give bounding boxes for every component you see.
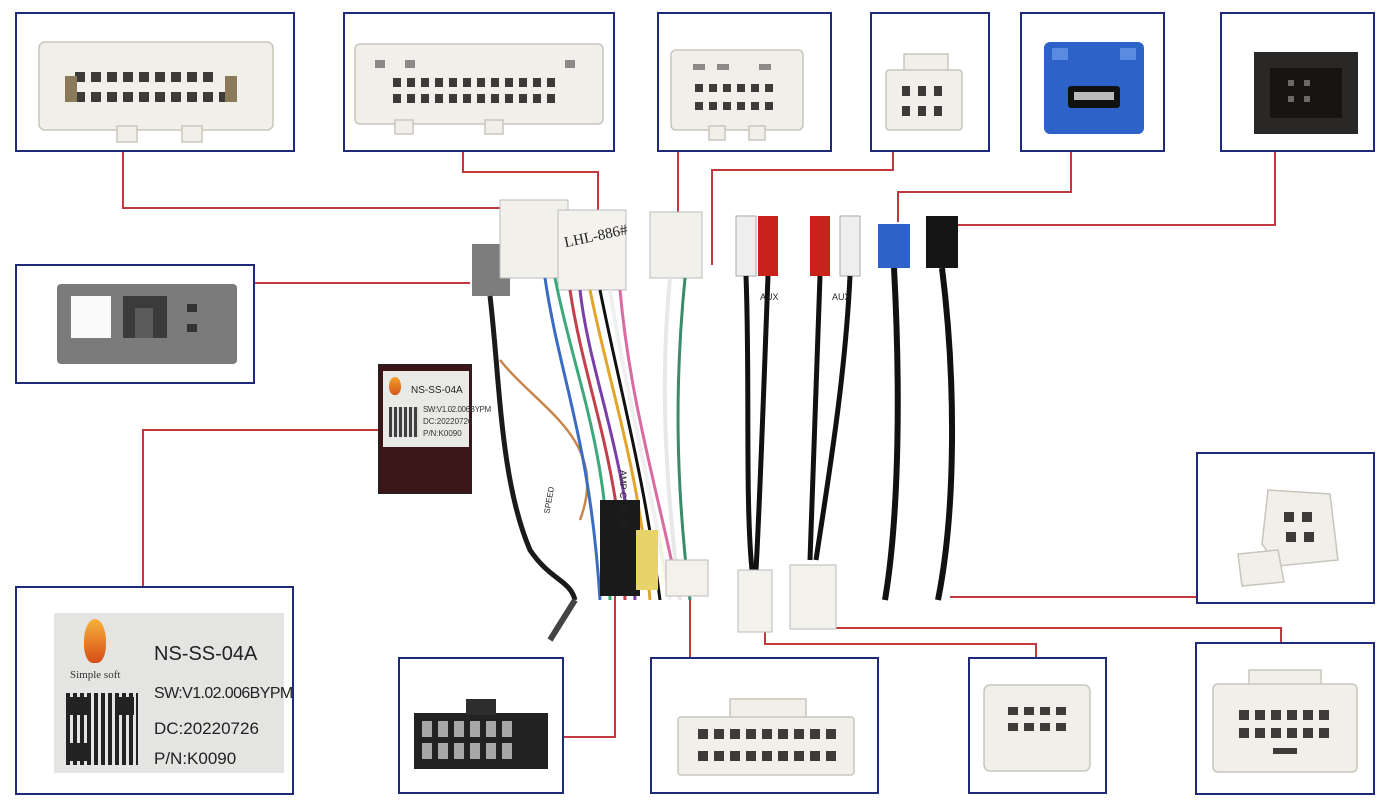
leader-line-top-4	[711, 151, 894, 265]
module-model-small: NS-SS-04A	[411, 385, 463, 396]
brand-name: Simple soft	[70, 669, 121, 681]
aux-tag-2: AUX	[832, 292, 851, 302]
connector-1-image	[38, 41, 274, 143]
connector-box-usb	[1020, 12, 1165, 152]
leader-line-top-5	[897, 151, 1072, 222]
connector-right-image	[1237, 489, 1339, 587]
leader-line-bottom-3	[764, 630, 1037, 657]
gray-connector-image	[57, 284, 237, 364]
connector-bottom-2-image	[677, 698, 855, 776]
module-label-card: Simple soft NS-SS-04A SW:V1.02.006BYPM D…	[54, 613, 293, 773]
module-date-small: DC:20220726	[423, 417, 473, 426]
connector-box-bottom-3	[968, 657, 1107, 794]
model-number: NS-SS-04A	[154, 643, 258, 665]
connector-box-bottom-2	[650, 657, 879, 794]
connector-3-image	[670, 49, 804, 141]
flame-logo	[84, 619, 106, 663]
connector-box-3	[657, 12, 832, 152]
connector-box-1	[15, 12, 295, 152]
leader-line-module	[142, 429, 378, 586]
decoder-module: NS-SS-04A SW:V1.02.006BYPM DC:20220726 P…	[378, 364, 491, 494]
software-version: SW:V1.02.006BYPM	[154, 685, 293, 702]
speed-tag: SPEED	[542, 486, 556, 514]
connector-box-gray	[15, 264, 255, 384]
connector-2-image	[354, 43, 604, 135]
leader-line-iso	[564, 595, 616, 738]
flame-logo-small	[389, 377, 401, 395]
connector-box-4	[870, 12, 990, 152]
amp-ctrl-tag: AMP CTRL IN	[618, 470, 628, 527]
qr-code-small	[389, 407, 419, 437]
module-sticker: NS-SS-04A SW:V1.02.006BYPM DC:20220726 P…	[383, 371, 491, 447]
connector-box-2	[343, 12, 615, 152]
connector-box-right	[1196, 452, 1375, 604]
connector-bottom-4-image	[1212, 669, 1358, 773]
wiring-harness: LHL-886# AMP CTRL IN SPEED AUX AUX	[472, 199, 958, 642]
date-code: DC:20220726	[154, 719, 259, 738]
leader-line-top-6	[955, 151, 1276, 226]
leader-line-top-2	[462, 151, 599, 210]
part-number: P/N:K0090	[154, 749, 237, 768]
connector-4-image	[885, 53, 963, 131]
qr-code	[66, 693, 138, 765]
label-enlargement-box: Simple soft NS-SS-04A SW:V1.02.006BYPM D…	[15, 586, 294, 795]
connector-bottom-3-image	[983, 684, 1091, 772]
connector-box-bottom-4	[1195, 642, 1375, 795]
usb-connector-image	[1044, 42, 1144, 134]
module-pn-small: P/N:K0090	[423, 429, 462, 438]
connector-box-black	[1220, 12, 1375, 152]
iso-connector-image	[414, 699, 548, 769]
black-connector-image	[1254, 52, 1358, 134]
module-software-small: SW:V1.02.006BYPM	[423, 405, 491, 414]
connector-box-iso	[398, 657, 564, 794]
